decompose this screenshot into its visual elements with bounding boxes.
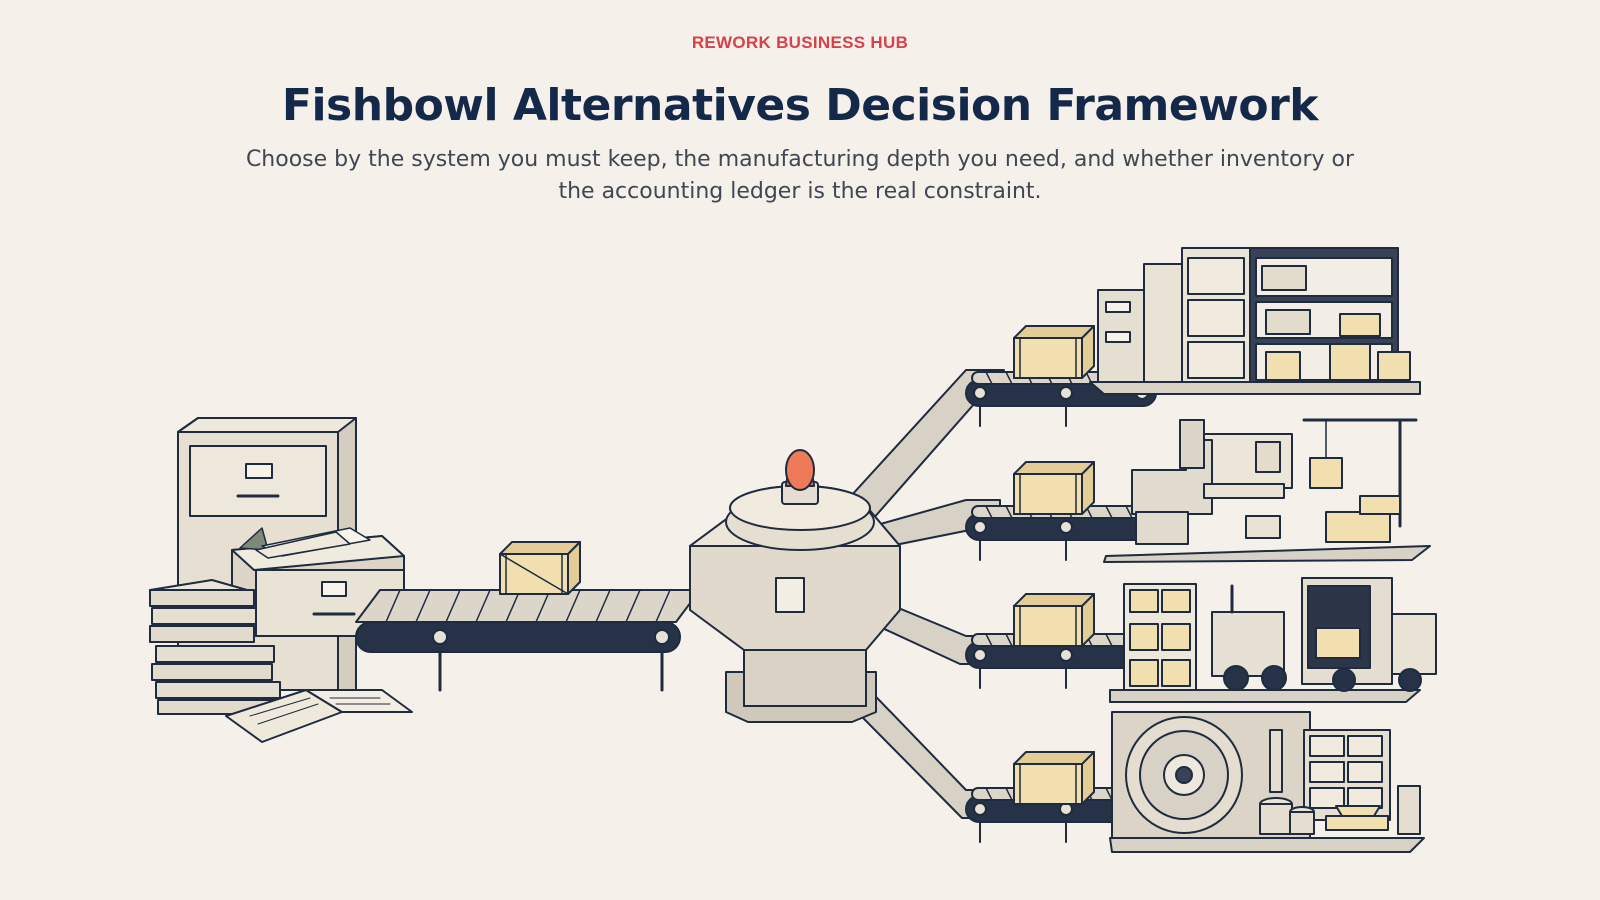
warehouse-logistics-icon (1109, 577, 1437, 703)
storage-shelving-icon (1089, 247, 1421, 395)
brand-label: REWORK BUSINESS HUB (691, 33, 909, 52)
open-ledger-icon (225, 689, 413, 743)
page-subtitle: Choose by the system you must keep, the … (245, 147, 1355, 204)
branch-logistics (965, 577, 1437, 703)
vault-ledger-icon (1109, 711, 1425, 853)
branch-accounting (965, 711, 1425, 853)
branch-manufacturing (965, 418, 1431, 563)
branch-storage (965, 247, 1421, 427)
main-conveyor-icon (355, 541, 701, 692)
filing-cabinet-icon (177, 417, 405, 691)
page-title: Fishbowl Alternatives Decision Framework (281, 80, 1319, 131)
decision-router-icon (689, 449, 901, 723)
manufacturing-workshop-icon (1103, 418, 1431, 563)
